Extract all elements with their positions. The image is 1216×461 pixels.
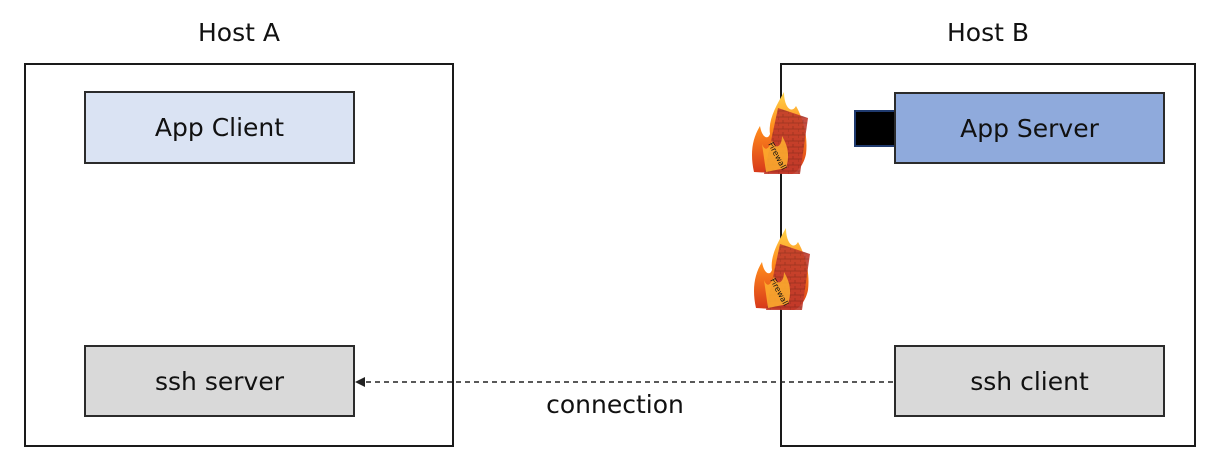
port-icon bbox=[854, 110, 896, 147]
connection-label: connection bbox=[546, 390, 684, 419]
firewall-icon: Firewall bbox=[748, 84, 812, 176]
app-server-box[interactable]: App Server bbox=[894, 92, 1165, 164]
ssh-server-box[interactable]: ssh server bbox=[84, 345, 355, 417]
arrow-head-icon bbox=[355, 377, 365, 387]
host-b-title: Host B bbox=[946, 18, 1030, 47]
firewall-icon: Firewall bbox=[750, 220, 814, 312]
app-client-box[interactable]: App Client bbox=[84, 91, 355, 164]
host-a-title: Host A bbox=[198, 18, 280, 47]
ssh-client-box[interactable]: ssh client bbox=[894, 345, 1165, 417]
